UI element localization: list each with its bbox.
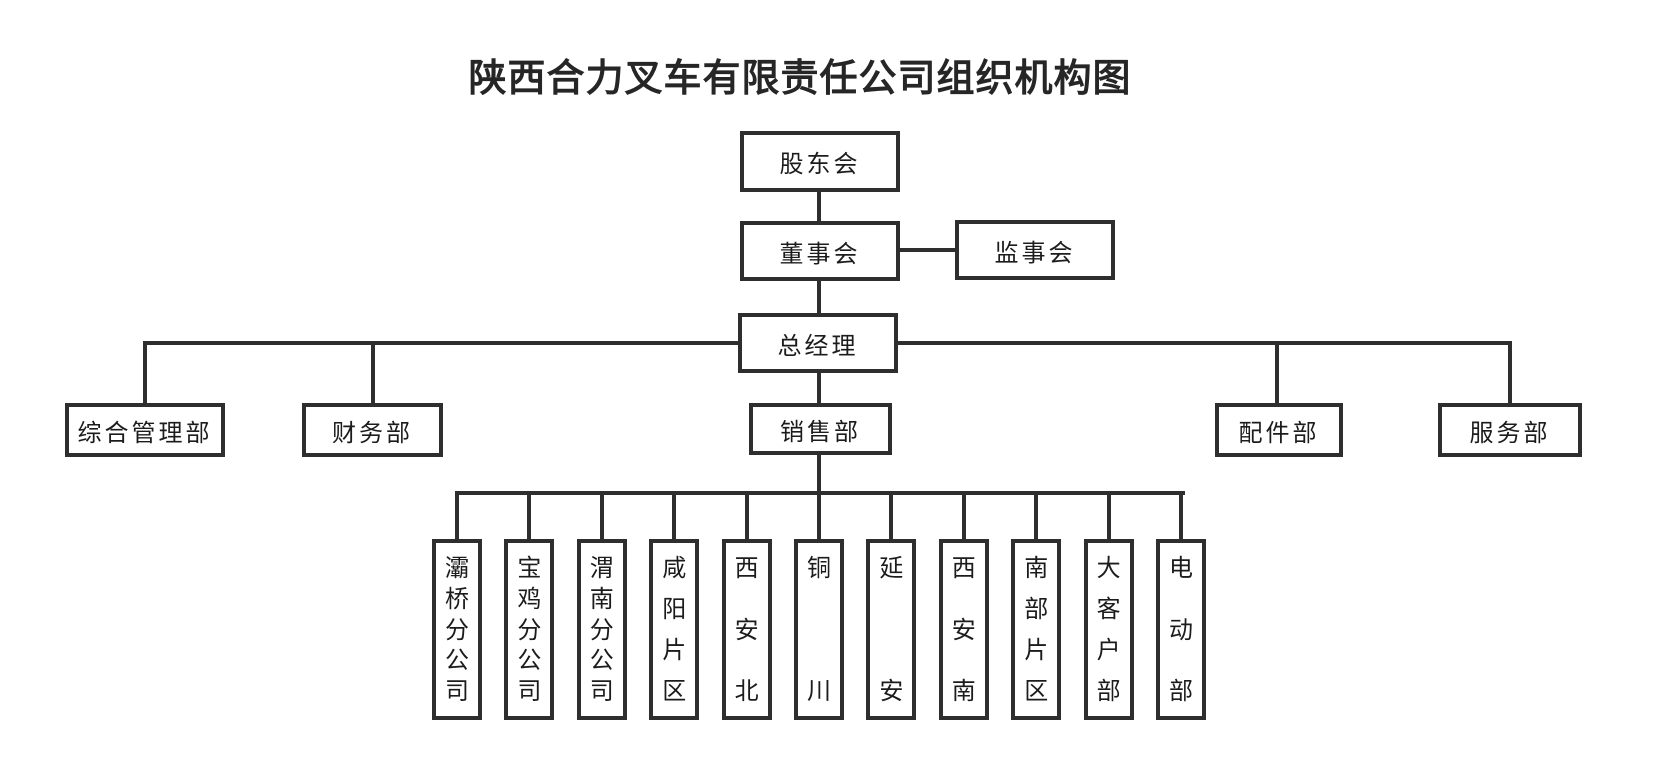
- connector-drop-unit-7: [889, 491, 894, 539]
- connector-drop-unit-3: [599, 491, 604, 539]
- org-node-shareholders-meeting: 股东会: [740, 131, 900, 192]
- connector-drop-unit-9: [1034, 491, 1039, 539]
- org-node-tongchuan: 铜川: [794, 539, 844, 720]
- connector-gm-right-arm: [896, 341, 1512, 345]
- org-node-sales-dept: 销售部: [749, 403, 892, 455]
- connector-drop-unit-11: [1179, 491, 1183, 539]
- connector-board-supervisors: [900, 248, 955, 252]
- connector-board-gm: [817, 281, 821, 313]
- org-node-general-manager: 总经理: [738, 313, 898, 373]
- org-node-baoji-branch: 宝鸡分公司: [504, 539, 555, 720]
- connector-drop-unit-10: [1106, 491, 1111, 539]
- connector-gm-sales: [817, 373, 821, 403]
- connector-drop-parts-dept: [1275, 341, 1279, 403]
- connector-drop-unit-2: [527, 491, 532, 539]
- org-node-key-account-dept: 大客户部: [1083, 539, 1134, 720]
- org-node-baqiao-branch: 灞桥分公司: [432, 539, 482, 720]
- connector-drop-service-dept: [1508, 341, 1512, 403]
- org-node-southern-area: 南部片区: [1011, 539, 1062, 720]
- org-node-electric-dept: 电动部: [1156, 539, 1206, 720]
- org-node-supervisory-board: 监事会: [955, 220, 1115, 280]
- connector-sales-to-bus: [817, 455, 821, 493]
- org-node-xian-south: 西安南: [938, 539, 989, 720]
- connector-drop-admin-dept: [143, 341, 147, 403]
- org-node-service-dept: 服务部: [1438, 403, 1582, 457]
- connector-shareholders-board: [817, 192, 821, 221]
- connector-drop-unit-5: [744, 491, 749, 539]
- org-node-weinan-branch: 渭南分公司: [576, 539, 627, 720]
- chart-title: 陕西合力叉车有限责任公司组织机构图: [468, 56, 1132, 100]
- org-node-xianyang-area: 咸阳片区: [649, 539, 700, 720]
- connector-drop-unit-8: [961, 491, 966, 539]
- org-node-board-of-directors: 董事会: [740, 221, 900, 281]
- connector-drop-finance-dept: [371, 341, 375, 403]
- org-node-xian-north: 西安北: [721, 539, 772, 720]
- connector-drop-unit-4: [672, 491, 677, 539]
- org-node-yanan: 延安: [866, 539, 917, 720]
- org-node-finance-dept: 财务部: [302, 403, 443, 457]
- connector-gm-left-arm: [143, 341, 740, 345]
- connector-drop-unit-1: [455, 491, 459, 539]
- org-node-admin-dept: 综合管理部: [65, 403, 225, 457]
- connector-drop-unit-6: [817, 491, 821, 539]
- org-node-parts-dept: 配件部: [1215, 403, 1343, 457]
